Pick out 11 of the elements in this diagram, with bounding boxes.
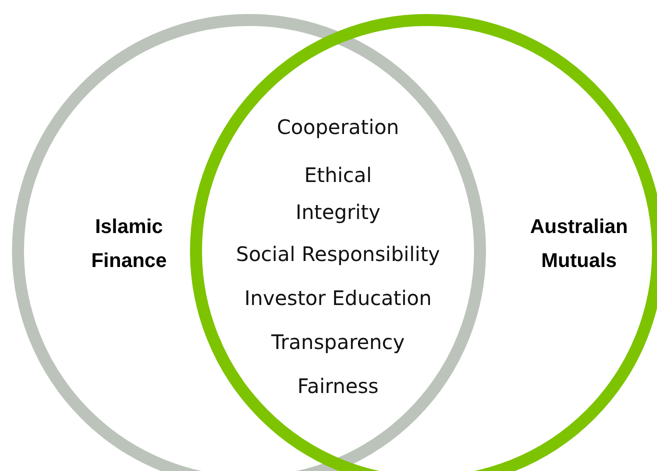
venn-circle — [190, 14, 657, 471]
overlap-label: Integrity — [296, 200, 380, 224]
overlap-label: Cooperation — [276, 115, 400, 139]
overlap-label: Fairness — [297, 374, 379, 398]
circle-title: Islamic Finance — [90, 215, 168, 274]
venn-circle — [12, 14, 486, 471]
overlap-label: Ethical — [304, 163, 372, 187]
overlap-label: Investor Education — [244, 286, 432, 310]
circle-title: Australian Mutuals — [529, 215, 629, 274]
overlap-label: Transparency — [271, 330, 405, 354]
overlap-label: Social Responsibility — [236, 242, 440, 266]
